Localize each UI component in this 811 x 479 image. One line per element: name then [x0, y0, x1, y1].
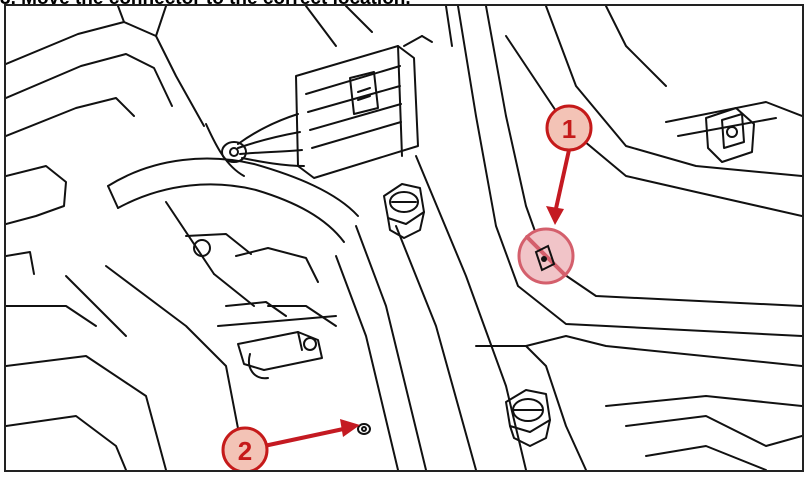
wiring-strap [107, 123, 359, 307]
lower-clip-bracket [217, 301, 337, 380]
new-mount-hole [357, 423, 371, 435]
electrical-connector [295, 35, 433, 179]
upper-left-bracket [6, 6, 205, 275]
wire-harness [221, 113, 305, 167]
upper-bolt [383, 183, 425, 239]
diagram-frame: 1 2 [4, 4, 804, 472]
callout-2: 2 [221, 419, 360, 470]
prohibited-icon [517, 227, 575, 285]
callout-1-label: 1 [562, 114, 576, 144]
callout-2-label: 2 [238, 436, 252, 466]
right-housing [445, 6, 802, 470]
frame-members [6, 6, 527, 470]
connector-relocation-diagram: 1 2 [6, 6, 802, 470]
lower-bolt [505, 389, 551, 447]
callout-1: 1 [545, 104, 593, 225]
